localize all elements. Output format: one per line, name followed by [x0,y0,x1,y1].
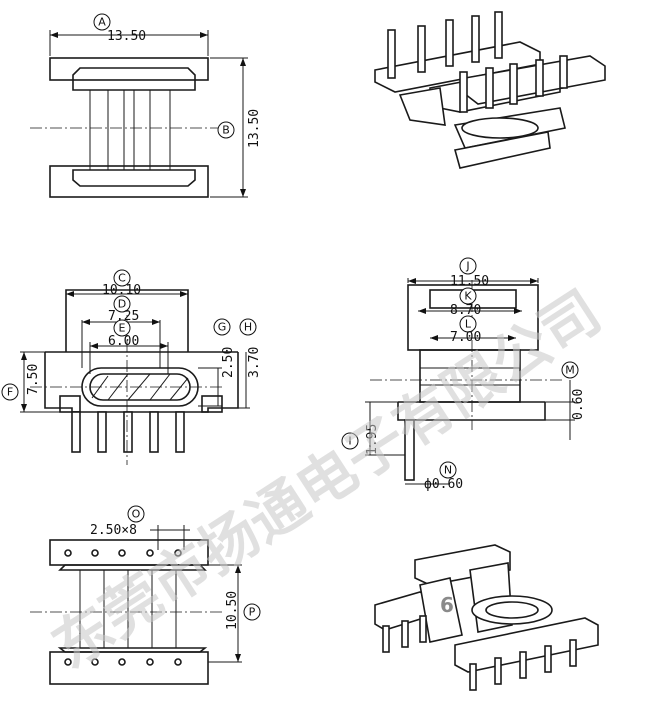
dim-label-J: J [459,257,477,275]
dim-label-M: M [561,361,579,379]
dim-value-F: 7.50 [26,364,41,395]
dim-value-I: 1.95 [365,424,380,455]
svg-text:H: H [244,321,252,334]
svg-text:C: C [118,272,126,285]
page-number: 6 [440,593,454,617]
front-view [20,289,250,465]
svg-text:G: G [218,321,227,334]
svg-text:M: M [565,364,575,377]
svg-text:I: I [348,435,351,448]
svg-text:P: P [249,606,256,619]
dim-label-L: L [459,315,477,333]
dim-label-B: B [217,121,235,139]
dim-label-E: E [113,319,131,337]
dim-label-P: P [243,603,261,621]
dim-value-O: 2.50×8 [90,523,137,538]
dim-value-D: 7.25 [108,309,139,324]
iso-view-top [374,11,606,169]
bottom-view [30,525,242,685]
svg-text:N: N [444,464,452,477]
svg-text:A: A [98,16,106,29]
dim-value-L: 7.00 [450,330,481,345]
dim-value-G: 2.50 [221,347,236,378]
dim-value-E: 6.00 [108,334,139,349]
svg-text:E: E [119,322,126,335]
dim-label-O: O [127,505,145,523]
dim-value-N: ф0.60 [424,477,463,492]
dim-value-J: 11.50 [450,274,489,289]
dim-value-B: 13.50 [247,109,262,148]
dim-value-A: 13.50 [107,29,146,44]
dim-label-K: K [459,287,477,305]
dim-label-G: G [213,318,231,336]
dim-label-C: C [113,269,131,287]
dim-label-D: D [113,295,131,313]
dim-label-A: A [93,13,111,31]
svg-text:L: L [465,318,472,331]
svg-text:O: O [132,508,141,521]
svg-text:J: J [465,260,469,273]
dim-value-H: 3.70 [247,347,262,378]
dim-value-P: 10.50 [225,591,240,630]
svg-text:K: K [464,290,472,303]
iso-view-bottom [374,544,599,691]
dim-label-H: H [239,318,257,336]
svg-text:B: B [222,124,230,137]
side-view [365,278,575,485]
dim-value-M: 0.60 [571,389,586,420]
dim-value-C: 10.10 [102,283,141,298]
svg-text:F: F [7,386,13,399]
dim-value-K: 8.70 [450,303,481,318]
top-view [30,30,248,198]
dim-label-N: N [439,461,457,479]
dim-label-I: I [341,432,359,450]
dim-label-F: F [1,383,19,401]
svg-text:D: D [118,298,126,311]
